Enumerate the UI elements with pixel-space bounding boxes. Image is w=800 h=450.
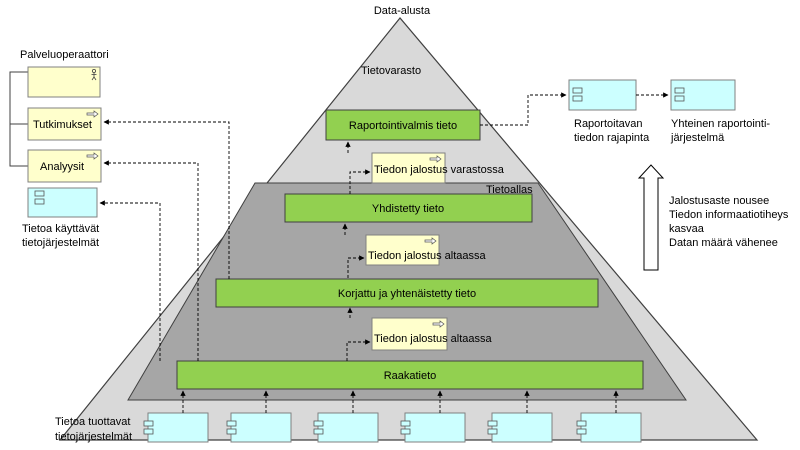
producer-system-box[interactable] [143,390,209,443]
process-arrow-icon [424,237,437,245]
layer-raw[interactable]: Raakatieto [176,360,644,390]
consumer-systems-label-1: Tietoa käyttävät [22,223,99,235]
interface-box[interactable] [568,79,637,111]
actor-icon [91,69,97,81]
note-4: Datan määrä vähenee [669,237,778,249]
analyses-label: Analyysit [40,161,84,173]
service-operator-label: Palveluoperaattori [20,49,109,61]
consumer-systems-label-2: tietojärjestelmät [22,237,99,249]
layer-combined-label: Yhdistetty tieto [372,203,444,215]
analyses-box[interactable]: Analyysit [27,149,102,183]
operator-bracket [9,71,28,167]
data-lake-zone-label: Tietoallas [486,184,533,196]
process-refine-lake-upper[interactable]: Tiedon jalostus altaassa [365,234,486,266]
producer-systems-label-2: tietojärjestelmät [55,431,132,443]
research-box[interactable]: Tutkimukset [27,107,102,141]
producer-system-box[interactable] [400,390,466,443]
layer-reporting-label: Raportointivalmis tieto [349,120,457,132]
layer-corrected-label: Korjattu ja yhtenäistetty tieto [338,288,476,300]
consumer-system-box[interactable] [27,187,98,218]
process-refine-warehouse[interactable]: Tiedon jalostus varastossa [371,152,505,184]
producer-system-box[interactable] [487,390,553,443]
reporting-system-label-1: Yhteinen raportointi- [671,118,770,130]
producer-system-box[interactable] [576,390,642,443]
producer-systems-label-1: Tietoa tuottavat [55,416,130,428]
producer-system-box[interactable] [226,390,292,443]
producer-systems [143,390,642,443]
process-arrow-icon [86,152,99,160]
layer-corrected[interactable]: Korjattu ja yhtenäistetty tieto [215,278,599,308]
process-arrow-icon [432,320,445,328]
internal-flows [342,141,371,361]
right-flows [480,92,669,126]
note-2: Tiedon informaatiotiheys [669,209,789,221]
note-1: Jalostusaste nousee [669,195,769,207]
layer-raw-label: Raakatieto [384,370,437,382]
layer-reporting[interactable]: Raportointivalmis tieto [325,109,481,141]
process-refine-warehouse-label: Tiedon jalostus varastossa [374,164,505,176]
process-arrow-icon [429,155,442,163]
service-operator-box[interactable] [27,66,101,98]
interface-label-1: Raportoitavan [574,118,643,130]
process-refine-lake-lower-label: Tiedon jalostus altaassa [374,333,492,345]
producer-system-box[interactable] [313,390,379,443]
process-arrow-icon [86,110,99,118]
left-flows [99,119,230,361]
process-refine-lake-lower[interactable]: Tiedon jalostus altaassa [371,317,492,351]
layer-combined[interactable]: Yhdistetty tieto [284,193,533,223]
research-label: Tutkimukset [33,119,92,131]
process-refine-lake-upper-label: Tiedon jalostus altaassa [368,250,486,262]
warehouse-zone-label: Tietovarasto [361,65,421,77]
reporting-system-label-2: järjestelmä [670,132,725,144]
refinement-up-arrow [637,164,665,271]
note-3: kasvaa [669,223,705,235]
interface-label-2: tiedon rajapinta [574,132,650,144]
reporting-system-box[interactable] [670,79,736,111]
data-platform-title: Data-alusta [374,5,431,17]
